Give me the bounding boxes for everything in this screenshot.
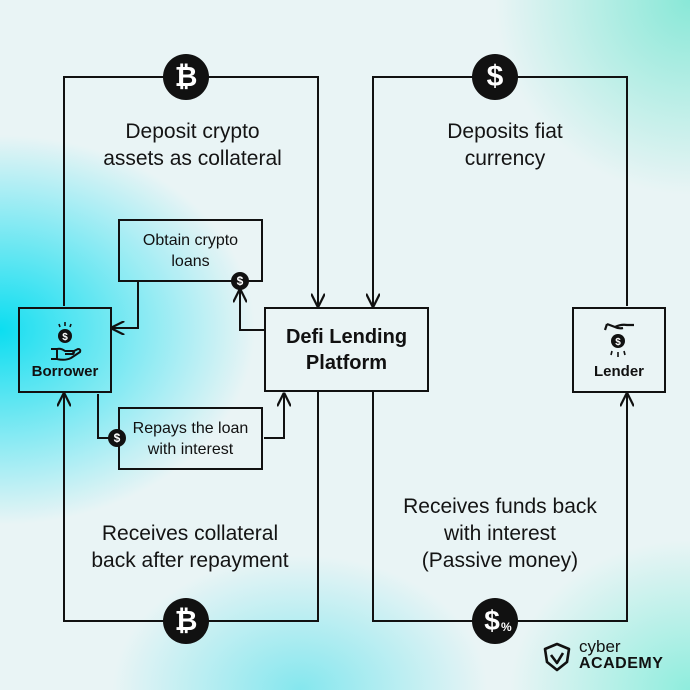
- defi-lending-platform-box: Defi Lending Platform: [264, 307, 429, 392]
- borrower-box: $ Borrower: [18, 307, 112, 393]
- brand-line1: cyber: [579, 637, 621, 656]
- svg-text:$: $: [615, 337, 621, 348]
- bitcoin-icon: ₿: [163, 54, 209, 100]
- svg-text:$: $: [62, 332, 68, 343]
- lender-box: $ Lender: [572, 307, 666, 393]
- receives-collateral-label: Receives collateral back after repayment: [91, 522, 289, 572]
- repays-loan-box: Repays the loan with interest: [118, 407, 263, 470]
- arrow-platform-to-obtain: [240, 290, 264, 331]
- hand-coin-icon: $: [51, 321, 82, 361]
- dollar-coin-icon: $: [108, 429, 126, 447]
- bitcoin-icon: ₿: [163, 598, 209, 644]
- arrow-repays-to-platform: [264, 394, 284, 439]
- dollar-coin-icon: $: [231, 272, 249, 290]
- receives-funds-label: Receives funds back with interest (Passi…: [403, 495, 597, 572]
- deposits-fiat-label: Deposits fiat currency: [447, 120, 563, 170]
- dollar-icon: $: [472, 54, 518, 100]
- dollar-percent-icon: $%: [472, 598, 518, 644]
- lender-label: Lender: [593, 362, 644, 380]
- giving-hand-coin-icon: $: [603, 322, 634, 357]
- cyber-academy-logo: cyber ACADEMY: [542, 638, 682, 678]
- arrow-lender-to-platform: [373, 76, 628, 306]
- arrow-obtain-to-borrower: [112, 282, 139, 328]
- shield-logo-icon: [543, 642, 571, 672]
- brand-line2: ACADEMY: [579, 655, 664, 672]
- obtain-loans-label: Obtain crypto loans: [142, 231, 239, 270]
- repays-loan-label: Repays the loan with interest: [132, 419, 249, 458]
- borrower-label: Borrower: [31, 362, 99, 380]
- deposit-crypto-label: Deposit crypto assets as collateral: [103, 120, 282, 170]
- platform-label: Defi Lending Platform: [285, 325, 408, 374]
- obtain-loans-box: Obtain crypto loans: [118, 219, 263, 282]
